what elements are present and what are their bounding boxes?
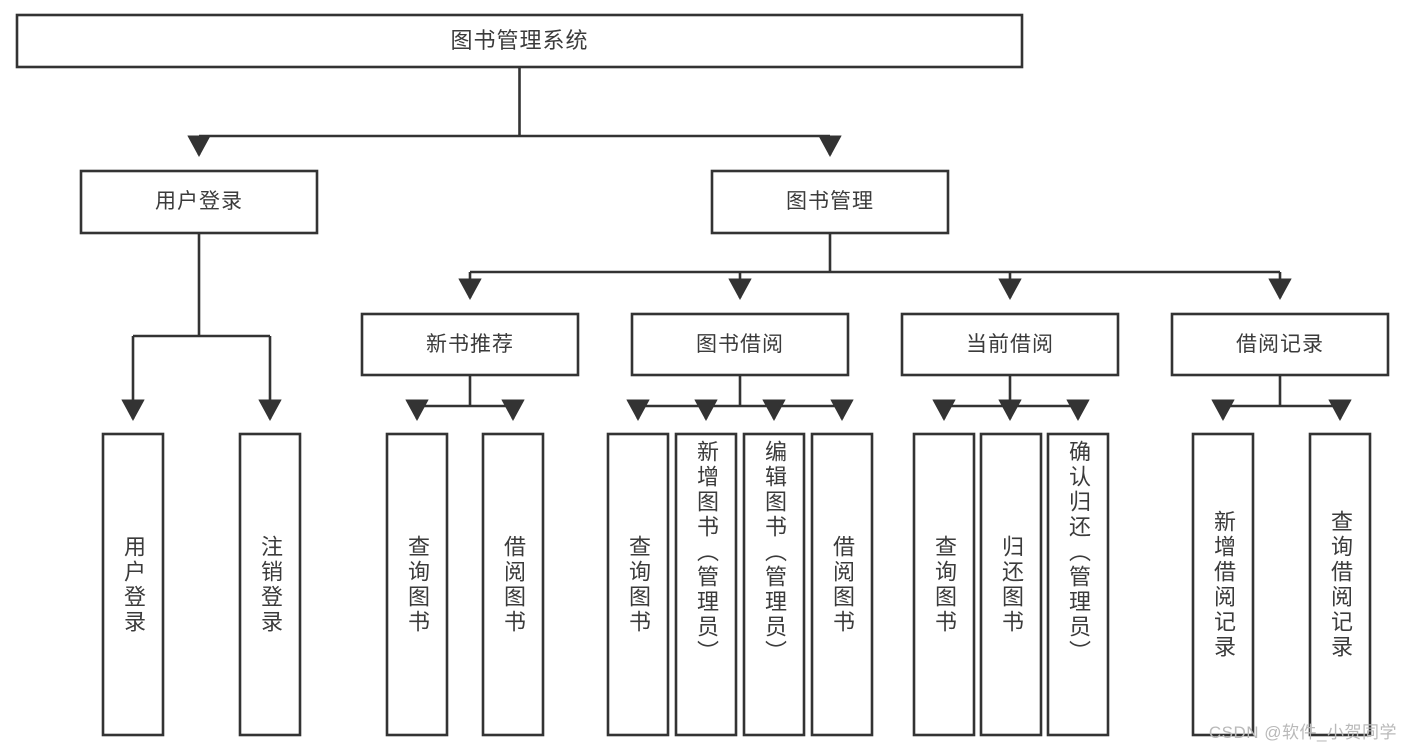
node-level2-book-management-box[interactable] [710, 169, 950, 235]
leaf-box-current-borrow-1[interactable] [979, 432, 1043, 737]
node-level2-user-login-box[interactable] [79, 169, 319, 235]
leaf-box-book-borrow-1[interactable] [674, 432, 738, 737]
leaf-box-borrow-records-1[interactable] [1308, 432, 1372, 737]
node-level3-book-borrow-box[interactable] [630, 312, 850, 377]
node-root-box[interactable] [15, 13, 1024, 69]
edges-bookmgmt-to-level3 [458, 233, 1292, 300]
edges-bookborrow-to-leaves [626, 375, 854, 421]
edges-userlogin-to-leaves [121, 233, 282, 421]
leaf-box-user-login-0[interactable] [101, 432, 165, 737]
leaf-box-new-book-1[interactable] [481, 432, 545, 737]
leaf-box-book-borrow-0[interactable] [606, 432, 670, 737]
edges-borrowrecords-to-leaves [1211, 375, 1352, 421]
leaf-box-user-login-1[interactable] [238, 432, 302, 737]
leaf-box-current-borrow-2[interactable] [1046, 432, 1110, 737]
node-level3-current-borrow-box[interactable] [900, 312, 1120, 377]
leaf-box-current-borrow-0[interactable] [912, 432, 976, 737]
leaf-box-new-book-0[interactable] [385, 432, 449, 737]
edges-newbook-to-leaves [405, 375, 525, 421]
leaf-box-borrow-records-0[interactable] [1191, 432, 1255, 737]
node-level3-borrow-records-box[interactable] [1170, 312, 1390, 377]
leaf-box-book-borrow-3[interactable] [810, 432, 874, 737]
edges-currentborrow-to-leaves [932, 375, 1090, 421]
leaf-box-book-borrow-2[interactable] [742, 432, 806, 737]
node-level3-new-book-recommend-box[interactable] [360, 312, 580, 377]
edges-root-to-level2 [187, 67, 842, 157]
